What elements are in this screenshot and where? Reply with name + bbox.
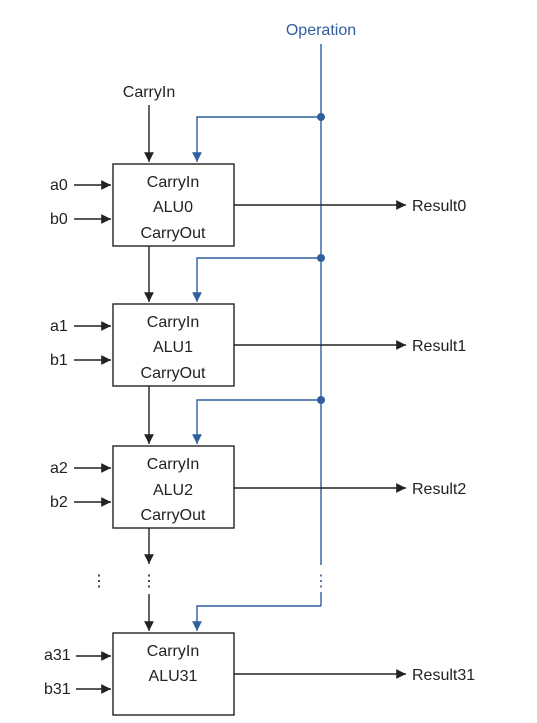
alu1-block: CarryIn ALU1 CarryOut a1 b1 Result1: [50, 303, 466, 387]
alu31-name: ALU31: [149, 668, 198, 685]
alu1-carry-in-label: CarryIn: [147, 314, 199, 331]
alu2-input-a-label: a2: [50, 460, 68, 477]
alu2-name: ALU2: [153, 482, 193, 499]
alu2-box: [112, 445, 235, 529]
alu31-block: CarryIn ALU31 a31 b31 Result31: [44, 632, 475, 716]
alu31-input-a-label: a31: [44, 647, 71, 664]
alu2-block: CarryIn ALU2 CarryOut a2 b2 Result2: [50, 445, 466, 529]
alu1-carry-out-label: CarryOut: [141, 365, 206, 382]
alu1-input-a-label: a1: [50, 318, 68, 335]
alu31-result-label: Result31: [412, 667, 475, 684]
carry-in-label: CarryIn: [123, 84, 175, 101]
alu2-carry-in-label: CarryIn: [147, 456, 199, 473]
alu0-carry-out-label: CarryOut: [141, 225, 206, 242]
alu1-input-b-label: b1: [50, 352, 68, 369]
alu0-input-a-label: a0: [50, 177, 68, 194]
alu0-carry-in-label: CarryIn: [147, 174, 199, 191]
operation-bus-ellipsis: ⋮: [313, 573, 329, 590]
alu0-block: CarryIn ALU0 CarryOut a0 b0 Result0: [50, 163, 466, 247]
operation-tap-alu0: [192, 113, 325, 162]
alu0-input-b-label: b0: [50, 211, 68, 228]
operation-tap-alu1: [192, 254, 325, 302]
alu31-input-b-label: b31: [44, 681, 71, 698]
alu2-result-label: Result2: [412, 481, 466, 498]
alu2-input-b-label: b2: [50, 494, 68, 511]
operation-label: Operation: [286, 22, 356, 39]
carry-chain-ellipsis: ⋮: [141, 573, 157, 590]
alu0-name: ALU0: [153, 199, 193, 216]
alu1-box: [112, 303, 235, 387]
alu1-name: ALU1: [153, 339, 193, 356]
operation-tap-alu2: [192, 396, 325, 444]
alu0-result-label: Result0: [412, 198, 466, 215]
inputs-ellipsis: ⋮: [91, 573, 107, 590]
operation-tap-alu31: [192, 605, 321, 631]
alu31-carry-in-label: CarryIn: [147, 643, 199, 660]
alu2-carry-out-label: CarryOut: [141, 507, 206, 524]
alu1-result-label: Result1: [412, 338, 466, 355]
alu0-box: [112, 163, 235, 247]
alu31-box: [112, 632, 235, 716]
